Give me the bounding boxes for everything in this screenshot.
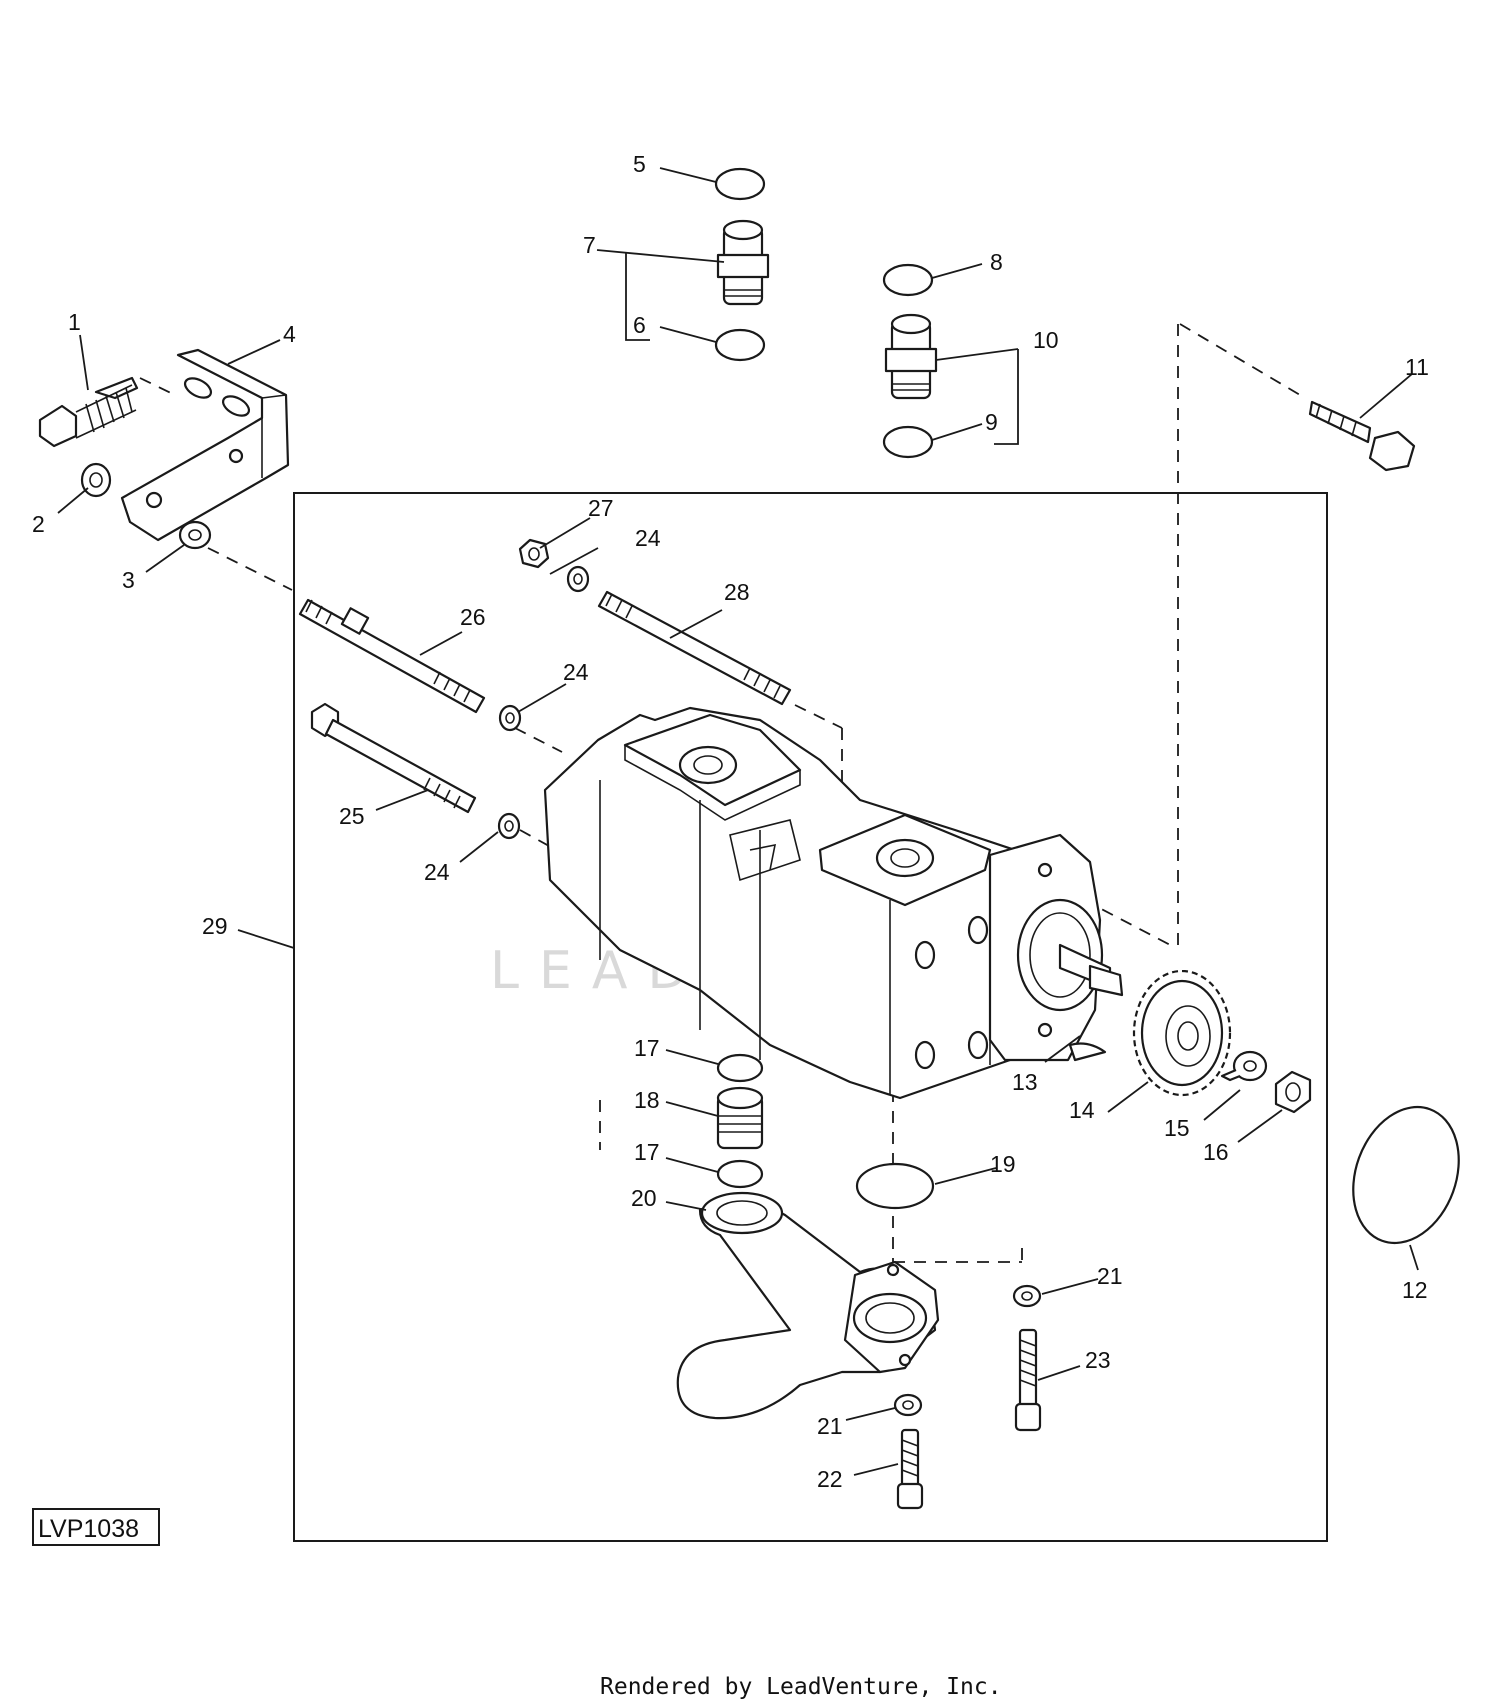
part-27-nut xyxy=(518,538,550,569)
callout-3: 3 xyxy=(122,567,135,593)
part-6-o-ring xyxy=(714,328,766,362)
part-16-hex-nut xyxy=(1274,1070,1312,1114)
part-18-fitting xyxy=(716,1086,764,1150)
part-21b-lock-washer xyxy=(893,1393,923,1417)
figure-id-box: LVP1038 xyxy=(32,1508,160,1546)
callout-24b: 24 xyxy=(563,659,589,685)
callout-8: 8 xyxy=(990,249,1003,275)
part-25-bolt xyxy=(310,702,477,814)
callout-15: 15 xyxy=(1164,1115,1190,1141)
part-5-o-ring xyxy=(714,167,766,201)
callout-22: 22 xyxy=(817,1466,843,1492)
part-28-stud xyxy=(597,590,792,706)
part-13-key xyxy=(1068,1042,1107,1062)
part-10-fitting xyxy=(884,313,938,400)
callout-13: 13 xyxy=(1012,1069,1038,1095)
callout-6: 6 xyxy=(633,312,646,338)
part-24b-lock-washer xyxy=(498,704,522,732)
part-11-hex-bolt xyxy=(1308,400,1416,472)
part-23-cap-screw xyxy=(1014,1328,1042,1432)
callout-5: 5 xyxy=(633,151,646,177)
callout-21b: 21 xyxy=(817,1413,843,1439)
callout-17b: 17 xyxy=(634,1139,660,1165)
leader-lines xyxy=(57,167,1419,1476)
footer-credit: Rendered by LeadVenture, Inc. xyxy=(600,1674,1002,1700)
part-21a-lock-washer xyxy=(1012,1284,1042,1308)
callout-19: 19 xyxy=(990,1151,1016,1177)
callout-11: 11 xyxy=(1405,354,1429,380)
part-20-elbow-tube xyxy=(676,1191,940,1420)
part-15-tab-washer xyxy=(1220,1050,1268,1082)
part-9-o-ring xyxy=(882,425,934,459)
part-14-gear xyxy=(1132,969,1232,1097)
part-2-nut xyxy=(80,462,112,498)
callout-28: 28 xyxy=(724,579,750,605)
callout-25: 25 xyxy=(339,803,365,829)
callout-4: 4 xyxy=(283,321,296,347)
part-4-mounting-bracket xyxy=(120,348,290,542)
callout-14: 14 xyxy=(1069,1097,1095,1123)
callout-10: 10 xyxy=(1033,327,1059,353)
part-19-o-ring xyxy=(855,1162,935,1210)
callout-26: 26 xyxy=(460,604,486,630)
part-1-hex-bolt xyxy=(38,376,139,448)
callout-1: 1 xyxy=(68,309,81,335)
callout-27: 27 xyxy=(588,495,614,521)
callout-23: 23 xyxy=(1085,1347,1111,1373)
part-8-o-ring xyxy=(882,263,934,297)
part-22-cap-screw xyxy=(896,1428,924,1510)
callout-7: 7 xyxy=(583,232,596,258)
figure-id: LVP1038 xyxy=(38,1515,139,1543)
callout-29: 29 xyxy=(202,913,228,939)
part-17b-o-ring xyxy=(716,1159,764,1189)
callout-20: 20 xyxy=(631,1185,657,1211)
callout-24a: 24 xyxy=(635,525,661,551)
part-26-stud xyxy=(298,598,486,714)
part-24c-lock-washer xyxy=(497,812,521,840)
callout-24c: 24 xyxy=(424,859,450,885)
callout-18: 18 xyxy=(634,1087,660,1113)
callout-17a: 17 xyxy=(634,1035,660,1061)
callout-21a: 21 xyxy=(1097,1263,1123,1289)
part-3-washer xyxy=(178,520,212,550)
assembly-frame xyxy=(293,492,1328,1542)
callout-12: 12 xyxy=(1402,1277,1428,1303)
part-7-fitting xyxy=(716,219,770,306)
hydraulic-pump-body xyxy=(543,706,1124,1100)
callout-2: 2 xyxy=(32,511,45,537)
part-17a-o-ring xyxy=(716,1053,764,1083)
part-24a-lock-washer xyxy=(566,565,590,593)
callout-9: 9 xyxy=(985,409,998,435)
callout-16: 16 xyxy=(1203,1139,1229,1165)
part-12-large-o-ring xyxy=(1352,1105,1460,1245)
